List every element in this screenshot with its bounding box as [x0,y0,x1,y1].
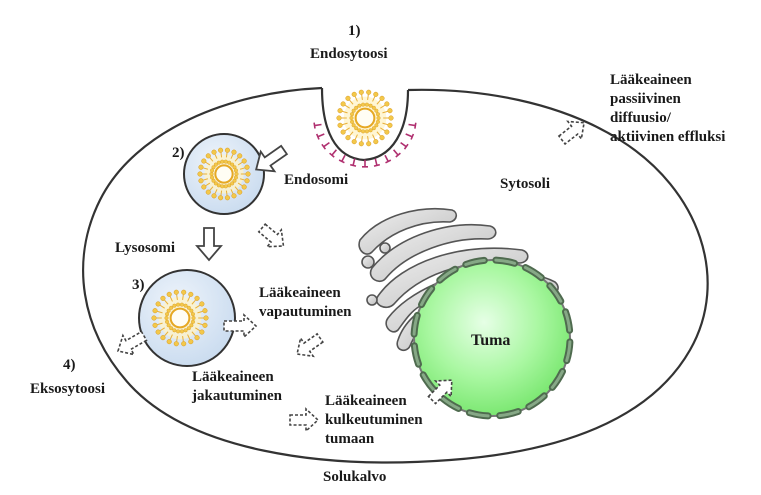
dashed-arrow-icon [289,407,320,433]
dashed-arrow-icon [223,313,258,339]
drug-release-label: Lääkeaineen vapautuminen [259,285,352,320]
hollow-arrow-icon [195,227,223,262]
nuclear-envelope [410,256,574,420]
endocytosis-pit [313,87,417,168]
dashed-arrows [116,120,585,433]
lysosome-label: Lysosomi [115,240,175,256]
golgi-apparatus [358,207,559,352]
membrane-protein-coat [313,122,417,168]
dashed-arrow-icon [116,330,148,356]
endosome-vesicle [183,133,265,215]
cell-membrane [82,86,709,464]
hollow-arrow-icon [255,144,289,173]
cytosol-label: Sytosoli [500,176,550,192]
step-3-label: 3) [132,277,145,293]
exocytosis-label: Eksosytoosi [30,381,105,397]
liposome-icon [151,289,209,347]
endocytosis-label: Endosytoosi [310,46,388,62]
step-1-label: 1) [348,23,361,39]
dashed-arrow-icon [427,379,453,405]
step-2-label: 2) [172,145,185,161]
nucleus [410,256,574,420]
dashed-arrow-icon [557,120,585,146]
liposome-icon [336,89,394,147]
nucleus-label: Tuma [471,332,510,349]
lysosome-vesicle [138,269,236,367]
drug-distribution-label: Lääkeaineen jakautuminen [191,369,283,404]
liposome-icon [197,147,251,201]
endosome-label: Endosomi [284,172,348,188]
nuclear-transport-label: Lääkeaineen kulkeutuminen tumaan [325,393,426,447]
cell-membrane-label: Solukalvo [323,469,386,485]
dashed-arrow-icon [257,223,285,248]
step-4-label: 4) [63,357,76,373]
dashed-arrow-icon [296,332,324,358]
passive-diffusion-label: Lääkeaineen passiivinen diffuusio/ aktii… [610,72,725,145]
